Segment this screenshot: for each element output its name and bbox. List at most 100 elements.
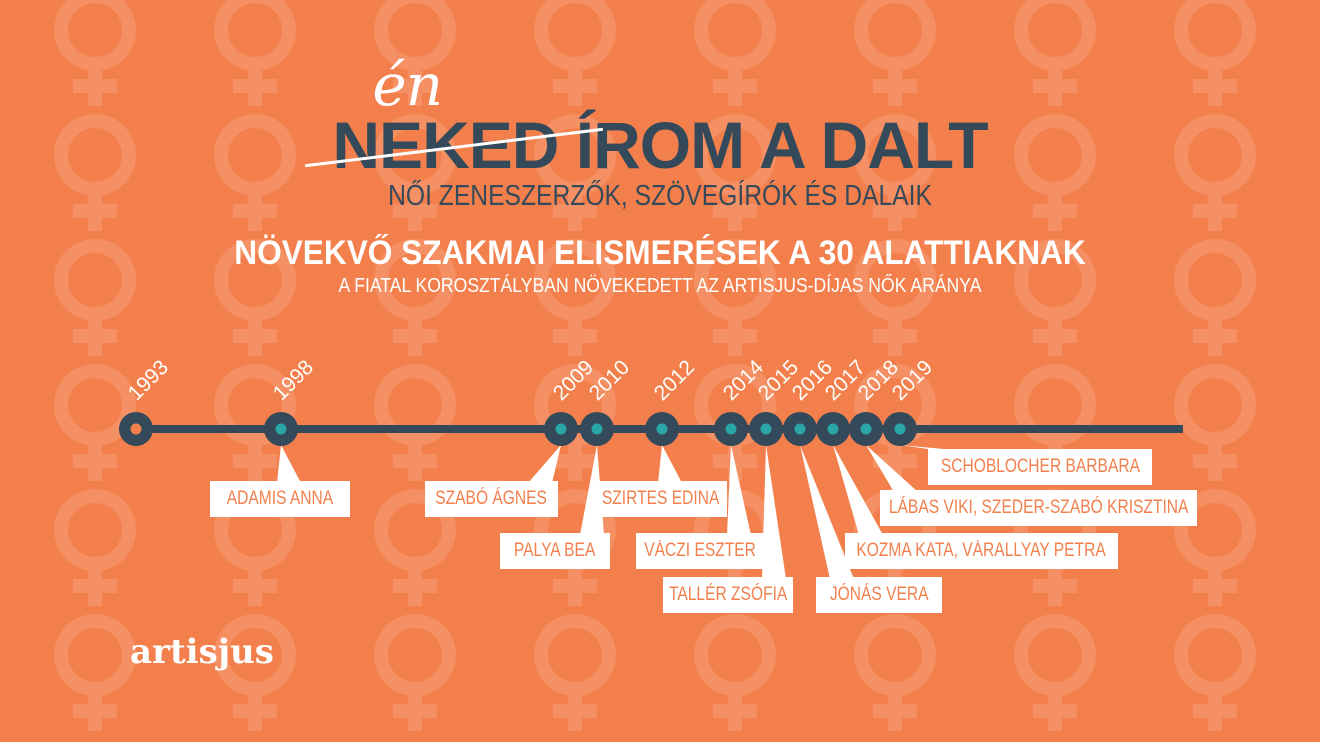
female-symbol-icon bbox=[214, 614, 296, 731]
female-symbol-icon bbox=[694, 614, 776, 731]
symbol-ring bbox=[214, 614, 296, 696]
name-label: KOZMA KATA, VÁRALLYAY PETRA bbox=[845, 533, 1118, 569]
symbol-ring bbox=[54, 114, 136, 196]
symbol-ring bbox=[534, 114, 616, 196]
female-symbol-icon bbox=[854, 114, 936, 231]
symbol-ring bbox=[854, 0, 936, 71]
female-symbol-icon bbox=[54, 239, 136, 356]
female-symbol-icon bbox=[534, 364, 616, 481]
symbol-ring bbox=[374, 364, 456, 446]
timeline-node-dot bbox=[860, 423, 872, 435]
female-symbol-icon bbox=[54, 614, 136, 731]
female-symbol-icon bbox=[1174, 239, 1256, 356]
name-label: LÁBAS VIKI, SZEDER-SZABÓ KRISZTINA bbox=[880, 490, 1197, 526]
symbol-ring bbox=[1174, 0, 1256, 71]
female-symbol-icon bbox=[1174, 489, 1256, 606]
female-symbol-icon bbox=[54, 114, 136, 231]
symbol-ring bbox=[534, 239, 616, 321]
callout-pointer bbox=[658, 445, 682, 483]
name-label-text: SZIRTES EDINA bbox=[602, 488, 720, 509]
timeline-node-dot bbox=[555, 423, 567, 435]
female-symbol-icon bbox=[1174, 614, 1256, 731]
female-symbol-icon bbox=[1014, 0, 1096, 106]
name-label-text: SCHOBLOCHER BARBARA bbox=[940, 456, 1140, 477]
headline: NÖVEKVŐ SZAKMAI ELISMERÉSEK A 30 ALATTIA… bbox=[234, 234, 1086, 272]
female-symbol-icon bbox=[1014, 114, 1096, 231]
symbol-ring bbox=[1174, 114, 1256, 196]
symbol-ring bbox=[1174, 489, 1256, 571]
female-symbol-icon bbox=[214, 364, 296, 481]
name-label-text: KOZMA KATA, VÁRALLYAY PETRA bbox=[856, 540, 1107, 561]
symbol-ring bbox=[214, 0, 296, 71]
symbol-ring bbox=[1014, 114, 1096, 196]
symbol-ring bbox=[694, 114, 776, 196]
symbol-ring bbox=[534, 364, 616, 446]
female-symbol-icon bbox=[1014, 614, 1096, 731]
female-symbol-icon bbox=[1174, 364, 1256, 481]
symbol-ring bbox=[854, 614, 936, 696]
symbol-ring bbox=[854, 114, 936, 196]
symbol-ring bbox=[374, 239, 456, 321]
timeline-node-dot bbox=[275, 423, 287, 435]
symbol-ring bbox=[374, 489, 456, 571]
symbol-ring bbox=[534, 614, 616, 696]
female-symbol-icon bbox=[694, 114, 776, 231]
subheadline: A FIATAL KOROSZTÁLYBAN NÖVEKEDETT AZ ART… bbox=[338, 275, 982, 297]
symbol-ring bbox=[54, 239, 136, 321]
female-symbol-icon bbox=[1174, 114, 1256, 231]
female-symbol-icon bbox=[694, 0, 776, 106]
symbol-ring bbox=[214, 364, 296, 446]
callout-pointer bbox=[762, 445, 786, 579]
name-label-text: VÁCZI ESZTER bbox=[644, 540, 756, 561]
name-label: VÁCZI ESZTER bbox=[636, 533, 764, 569]
symbol-ring bbox=[1014, 364, 1096, 446]
female-symbol-icon bbox=[54, 489, 136, 606]
callout-pointer bbox=[866, 445, 918, 492]
callout-pointer bbox=[528, 445, 561, 483]
name-label-text: LÁBAS VIKI, SZEDER-SZABÓ KRISZTINA bbox=[888, 497, 1189, 518]
name-label: PALYA BEA bbox=[500, 533, 610, 569]
timeline-node-dot bbox=[827, 423, 839, 435]
name-label: TALLÉR ZSÓFIA bbox=[663, 577, 793, 613]
symbol-ring bbox=[1174, 239, 1256, 321]
female-symbol-icon bbox=[54, 0, 136, 106]
name-label: SZABÓ ÁGNES bbox=[425, 481, 558, 517]
callout-pointer bbox=[800, 445, 854, 579]
symbol-ring bbox=[1174, 364, 1256, 446]
symbol-ring bbox=[854, 239, 936, 321]
title-rest: ÍROM A DALT bbox=[558, 108, 989, 182]
female-symbol-icon bbox=[374, 364, 456, 481]
callout-pointer bbox=[277, 445, 301, 483]
symbol-ring bbox=[1174, 614, 1256, 696]
female-symbol-icon bbox=[214, 114, 296, 231]
callout-pointer bbox=[727, 445, 751, 535]
female-symbol-icon bbox=[54, 364, 136, 481]
female-symbol-icon bbox=[214, 0, 296, 106]
symbol-ring bbox=[694, 0, 776, 71]
subtitle: NŐI ZENESZERZŐK, SZÖVEGÍRÓK ÉS DALAIK bbox=[388, 180, 932, 212]
name-label-text: PALYA BEA bbox=[514, 540, 596, 561]
symbol-ring bbox=[1014, 239, 1096, 321]
symbol-ring bbox=[694, 239, 776, 321]
female-symbol-icon bbox=[694, 239, 776, 356]
symbol-ring bbox=[694, 614, 776, 696]
symbol-ring bbox=[214, 114, 296, 196]
struck-word-text: NEKED bbox=[332, 108, 559, 182]
artisjus-logo: artisjus bbox=[130, 632, 274, 672]
timeline-node-dot bbox=[760, 423, 772, 435]
callout-pointer bbox=[833, 445, 883, 535]
female-symbol-icon bbox=[534, 114, 616, 231]
female-symbol-icon bbox=[854, 614, 936, 731]
female-symbol-icon bbox=[854, 0, 936, 106]
symbol-ring bbox=[374, 0, 456, 71]
timeline-node-dot bbox=[894, 423, 906, 435]
timeline-node-dot bbox=[656, 423, 668, 435]
name-label: JÓNÁS VERA bbox=[816, 577, 942, 613]
female-symbol-icon bbox=[374, 0, 456, 106]
female-symbol-icon bbox=[1014, 239, 1096, 356]
symbol-ring bbox=[1014, 614, 1096, 696]
female-symbol-icon bbox=[534, 0, 616, 106]
